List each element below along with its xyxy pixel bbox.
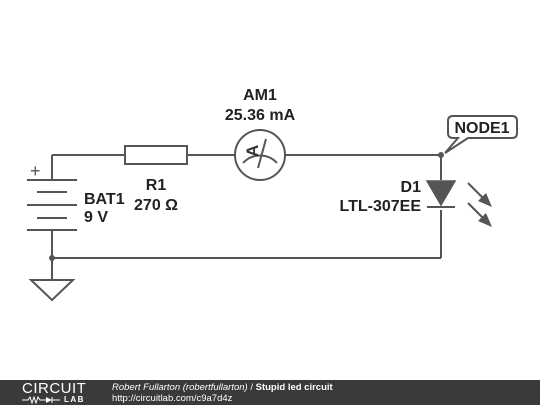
ammeter-needle	[257, 138, 267, 169]
resistor-ref-label: R1	[146, 177, 167, 194]
node-tag	[444, 115, 518, 154]
resistor-symbol	[124, 145, 188, 165]
light-emission-arrows	[467, 182, 492, 227]
resistor-value-label: 270 Ω	[134, 197, 178, 214]
battery-polarity-plus: +	[30, 161, 41, 181]
footer-circuit-title[interactable]: Stupid led circuit	[255, 382, 333, 393]
logo-lab-text: LAB	[64, 395, 85, 405]
circuitlab-logo[interactable]: CIRCUIT LAB	[22, 380, 102, 405]
ammeter-reading-label: 25.36 mA	[225, 107, 296, 124]
footer-author[interactable]: Robert Fullarton (robertfullarton)	[112, 382, 248, 393]
resistor-diode-icon	[22, 395, 60, 405]
ammeter-symbol-letter: A	[243, 145, 262, 157]
ground-icon	[28, 279, 76, 302]
battery-ref-label: BAT1	[84, 191, 125, 208]
light-arrow-2-head	[478, 213, 492, 227]
ammeter-ref-label: AM1	[243, 87, 277, 104]
ammeter-body	[234, 129, 286, 181]
led-symbol	[425, 180, 457, 208]
led-part-label: LTL-307EE	[340, 198, 422, 215]
footer-credit-line: Robert Fullarton (robertfullarton) / Stu…	[112, 383, 333, 393]
ammeter-dial-arc	[242, 154, 278, 164]
junction-ground	[49, 255, 55, 261]
node-tag-callout	[444, 115, 518, 154]
logo-wordmark-top: CIRCUIT	[22, 380, 87, 397]
wires	[51, 154, 442, 280]
ammeter-symbol: A	[234, 129, 286, 181]
led-ref-label: D1	[401, 179, 422, 196]
led-triangle	[425, 180, 457, 207]
circuit-schematic: + BAT1 9 V R1 270 Ω A AM1 25.36 mA NODE1	[27, 87, 518, 302]
battery-symbol	[27, 179, 77, 231]
battery-value-label: 9 V	[84, 209, 108, 226]
junction-node1	[438, 152, 444, 158]
footer-bar: CIRCUIT LAB Robert Fullarton (robertfull…	[0, 380, 540, 405]
logo-wordmark-bottom: LAB	[22, 395, 85, 405]
light-arrow-1-head	[478, 193, 492, 207]
node-tag-label: NODE1	[454, 120, 509, 137]
footer-separator: /	[247, 382, 256, 393]
footer-url-link[interactable]: http://circuitlab.com/c9a7d4z	[112, 393, 233, 404]
